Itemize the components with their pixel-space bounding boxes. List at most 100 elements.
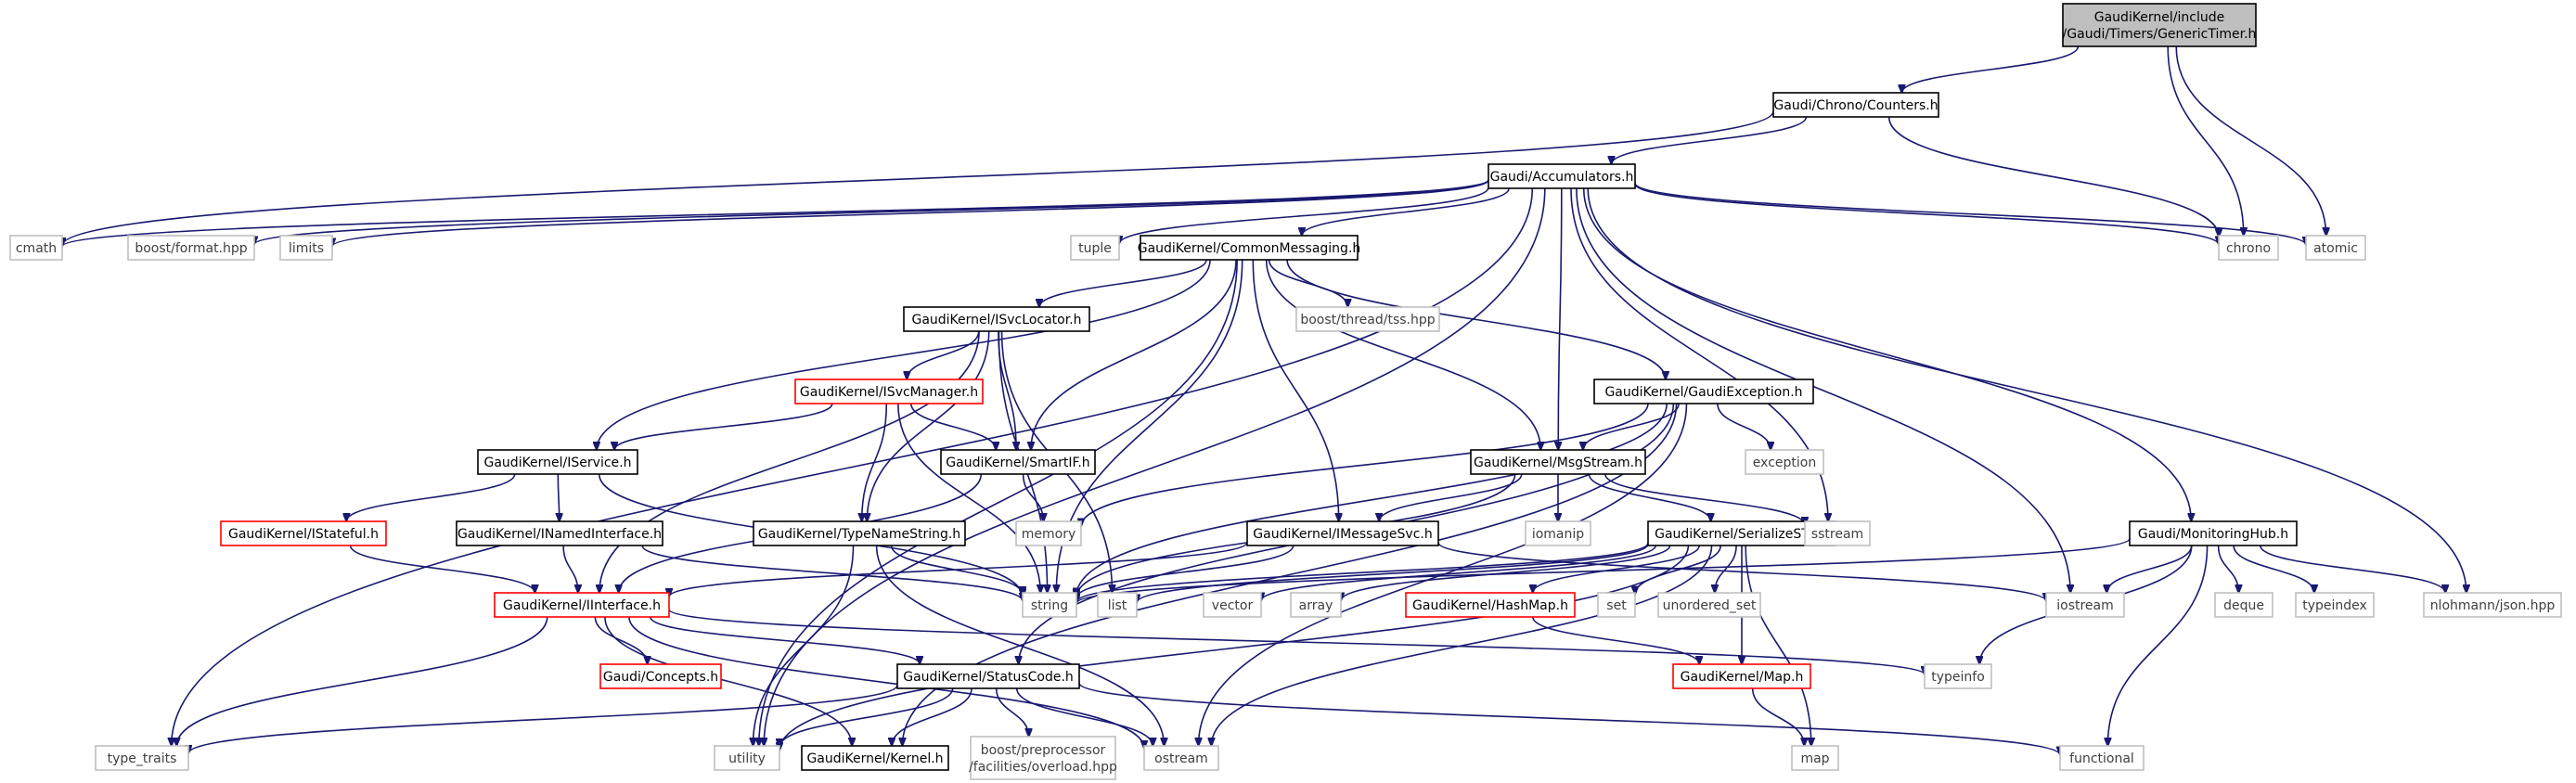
node-monhub[interactable]: Gaudi/MonitoringHub.h xyxy=(2129,520,2298,546)
edge-iinterface-to-typetraits xyxy=(176,616,548,746)
node-box-typenamestr xyxy=(753,520,966,546)
node-istateful[interactable]: GaudiKernel/IStateful.h xyxy=(220,520,387,546)
node-box-boostformat xyxy=(127,235,255,261)
edge-serializestl-to-unordset xyxy=(1715,545,1737,593)
node-label-boostpp: /facilities/overload.hpp xyxy=(969,760,1117,775)
edge-map_h-to-map xyxy=(1751,687,1805,746)
edge-imessagesvc-to-iinterface xyxy=(669,541,1248,597)
edge-typenamestr-to-utility xyxy=(753,545,855,746)
node-imessagesvc[interactable]: GaudiKernel/IMessageSvc.h xyxy=(1246,520,1439,546)
edge-gaudiexc-to-string xyxy=(1076,403,1668,597)
edge-statuscode-to-kernel xyxy=(892,687,972,746)
node-box-statuscode xyxy=(896,663,1080,689)
node-label-root: /Gaudi/Timers/GenericTimer.h xyxy=(2063,27,2257,42)
edge-isvcmanager-to-smartif xyxy=(910,403,996,450)
node-kernel[interactable]: GaudiKernel/Kernel.h xyxy=(801,745,949,771)
dependency-edges xyxy=(62,45,2467,755)
node-concepts[interactable]: Gaudi/Concepts.h xyxy=(599,663,722,689)
node-box-isvcmanager xyxy=(794,379,984,404)
node-counters[interactable]: Gaudi/Chrono/Counters.h xyxy=(1772,92,1939,118)
node-box-string xyxy=(1022,592,1077,618)
node-array: array xyxy=(1290,592,1342,618)
edge-root-to-chrono xyxy=(2167,45,2244,236)
node-box-hashmap xyxy=(1405,592,1576,618)
node-root[interactable]: GaudiKernel/include/Gaudi/Timers/Generic… xyxy=(2062,3,2257,47)
node-functional: functional xyxy=(2059,745,2145,771)
edge-accum-to-limits xyxy=(332,179,1489,247)
node-inamed[interactable]: GaudiKernel/INamedInterface.h xyxy=(456,520,663,546)
node-chrono: chrono xyxy=(2218,235,2279,261)
node-box-vector xyxy=(1203,592,1262,618)
edge-serializestl-to-utility xyxy=(779,545,1690,751)
node-smartif[interactable]: GaudiKernel/SmartIF.h xyxy=(940,449,1096,475)
node-typeindex: typeindex xyxy=(2295,592,2375,618)
node-commonmsg[interactable]: GaudiKernel/CommonMessaging.h xyxy=(1138,235,1361,261)
node-exception: exception xyxy=(1745,449,1824,475)
edge-serializestl-to-map xyxy=(1745,545,1811,746)
edge-monhub-to-typeindex xyxy=(2233,545,2314,593)
node-label-memory: memory xyxy=(1022,527,1076,542)
node-statuscode[interactable]: GaudiKernel/StatusCode.h xyxy=(896,663,1080,689)
edge-accum-to-commonmsg xyxy=(1302,187,1510,236)
edge-accum-to-monhub xyxy=(1582,187,2192,521)
edge-accum-to-cmath xyxy=(62,179,1489,247)
node-label-array: array xyxy=(1299,598,1333,613)
edge-root-to-atomic xyxy=(2175,45,2326,236)
edge-statuscode-to-ostream xyxy=(1015,687,1153,746)
node-label-json: nlohmann/json.hpp xyxy=(2430,598,2556,613)
node-cmath: cmath xyxy=(9,235,63,261)
node-label-deque: deque xyxy=(2223,598,2264,613)
edge-accum-to-tuple xyxy=(1119,186,1489,244)
edge-accum-to-msgstream xyxy=(1558,187,1563,450)
node-limits: limits xyxy=(279,235,333,261)
edge-statuscode-to-functional xyxy=(1078,682,2060,755)
edge-gaudiexc-to-memory xyxy=(1081,403,1649,526)
edge-serializestl-to-hashmap xyxy=(1533,545,1700,593)
node-isvclocator[interactable]: GaudiKernel/ISvcLocator.h xyxy=(903,306,1090,332)
node-label-smartif: GaudiKernel/SmartIF.h xyxy=(946,456,1089,470)
node-json: nlohmann/json.hpp xyxy=(2423,592,2562,618)
edge-root-to-counters xyxy=(1901,45,2080,93)
node-box-memory xyxy=(1015,520,1082,546)
node-box-set xyxy=(1597,592,1636,618)
edge-iinterface-to-statuscode xyxy=(650,616,920,664)
node-typenamestr[interactable]: GaudiKernel/TypeNameString.h xyxy=(753,520,966,546)
node-msgstream[interactable]: GaudiKernel/MsgStream.h xyxy=(1470,449,1646,475)
node-box-map_h xyxy=(1672,663,1811,689)
node-box-atomic xyxy=(2305,235,2366,261)
edge-commonmsg-to-gaudiexc xyxy=(1286,259,1666,379)
edge-istateful-to-iinterface xyxy=(349,545,535,593)
node-label-utility: utility xyxy=(728,751,766,766)
node-unordset: unordered_set xyxy=(1657,592,1761,618)
node-iinterface[interactable]: GaudiKernel/IInterface.h xyxy=(494,592,670,618)
edge-isvcmanager-to-typenamestr xyxy=(862,403,888,521)
node-box-concepts xyxy=(599,663,722,689)
edge-gaudiexc-to-exception xyxy=(1717,403,1771,450)
node-box-iostream xyxy=(2045,592,2125,618)
node-accum[interactable]: Gaudi/Accumulators.h xyxy=(1488,163,1636,189)
edge-accum-to-chrono xyxy=(1634,183,2219,245)
node-label-typeindex: typeindex xyxy=(2302,598,2367,613)
node-box-commonmsg xyxy=(1140,235,1359,261)
node-isvcmanager[interactable]: GaudiKernel/ISvcManager.h xyxy=(794,379,984,404)
node-map_h[interactable]: GaudiKernel/Map.h xyxy=(1672,663,1811,689)
node-label-root: GaudiKernel/include xyxy=(2094,10,2225,25)
node-label-boosttss: boost/thread/tss.hpp xyxy=(1300,313,1435,327)
node-label-gaudiexc: GaudiKernel/GaudiException.h xyxy=(1604,385,1802,400)
node-hashmap[interactable]: GaudiKernel/HashMap.h xyxy=(1405,592,1576,618)
node-box-typeindex xyxy=(2295,592,2375,618)
node-box-typetraits xyxy=(95,745,189,771)
edge-accum-to-boostformat xyxy=(254,179,1489,244)
node-iservice[interactable]: GaudiKernel/IService.h xyxy=(477,449,638,475)
node-box-iomanip xyxy=(1525,520,1591,546)
edge-hashmap-to-map_h xyxy=(1532,616,1699,664)
node-label-map_h: GaudiKernel/Map.h xyxy=(1681,670,1804,685)
node-utility: utility xyxy=(714,745,780,771)
node-label-monhub: Gaudi/MonitoringHub.h xyxy=(2138,527,2288,542)
node-box-boosttss xyxy=(1295,306,1440,332)
node-gaudiexc[interactable]: GaudiKernel/GaudiException.h xyxy=(1593,379,1814,404)
edge-commonmsg-to-boosttss xyxy=(1268,259,1348,307)
node-label-kernel: GaudiKernel/Kernel.h xyxy=(806,751,943,766)
node-label-ostream: ostream xyxy=(1154,751,1208,766)
